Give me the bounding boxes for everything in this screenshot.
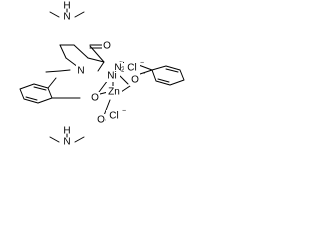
- atom-solvent-bottom-h: H: [63, 126, 70, 137]
- atom-amine-n-right: N: [114, 63, 121, 74]
- atom-labels: N H O N N Ni 2+ Cl − O − O Zn O: [60, 1, 145, 149]
- bond-top-solvent-methyl-left: [49, 11, 60, 18]
- atom-bottom-o: O: [97, 115, 105, 126]
- bond-left-benzene-to-ch2: [47, 77, 57, 89]
- bond-backbone-2: [59, 44, 67, 59]
- bond-right-benzene-to-o: [139, 69, 153, 75]
- atom-solvent-top-h: H: [63, 1, 70, 12]
- bond-right-benzene-inner-1: [165, 68, 179, 73]
- bond-backbone-6: [59, 69, 71, 72]
- bond-left-benzene-inner-1: [33, 86, 47, 91]
- atom-nickel: Ni: [107, 71, 116, 82]
- bond-backbone-8: [97, 61, 105, 72]
- atom-solvent-top-n: N: [63, 12, 70, 23]
- atom-chloride-top-charge: −: [140, 60, 144, 67]
- atom-phenoxide-o-left: O: [91, 93, 99, 104]
- bond-right-benzene-inner-2: [157, 78, 170, 83]
- bond-formyl-c-to-chain: [89, 45, 105, 63]
- bond-right-benzene-ring: [151, 65, 185, 86]
- atom-phenoxide-o-right: O: [131, 75, 139, 86]
- bond-backbone-3: [73, 44, 89, 59]
- bond-top-solvent-methyl-right: [74, 11, 85, 18]
- atom-chloride-bottom-charge: −: [122, 108, 126, 115]
- atom-solvent-bottom-n: N: [63, 137, 70, 148]
- atom-phenoxide-o-right-charge: −: [141, 71, 145, 78]
- bond-ni-to-right-o: [119, 75, 129, 85]
- atom-chloride-bottom: Cl: [109, 111, 118, 122]
- atom-formyl-o: O: [103, 41, 111, 52]
- atom-chloride-top: Cl: [127, 63, 136, 74]
- bond-bottom-solvent-methyl-right: [74, 136, 85, 143]
- chemical-structure-diagram: N H O N N Ni 2+ Cl − O − O Zn O: [19, 1, 185, 149]
- bond-backbone-4: [87, 57, 105, 63]
- atom-amine-n-left: N: [77, 66, 84, 77]
- bond-backbone-7: [45, 70, 61, 73]
- bond-zn-to-right-o: [120, 85, 131, 93]
- atom-zinc: Zn: [108, 87, 120, 98]
- bond-bottom-solvent-methyl-left: [49, 136, 60, 143]
- bond-left-benzene-inner-2: [25, 96, 38, 101]
